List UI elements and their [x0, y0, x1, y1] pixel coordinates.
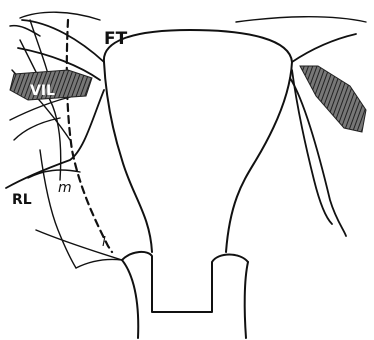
round-ligament [6, 90, 104, 188]
ligament-line-8 [36, 230, 122, 260]
label-l: l [102, 235, 106, 250]
cervix-outline [122, 252, 248, 312]
label-round-ligament: RL [12, 192, 32, 208]
fallopian-tube-right-upper [292, 34, 356, 62]
ligament-line-6 [40, 150, 76, 268]
vaginal-wall-left [122, 260, 138, 338]
ligament-line-5 [14, 118, 60, 140]
fallopian-tube-left-upper [22, 20, 104, 62]
vaginal-wall-right [245, 262, 248, 338]
peritoneal-line-top [236, 17, 366, 22]
ligament-line-1 [20, 40, 61, 180]
ligament-line-9 [76, 259, 122, 268]
uterus-outline-left [104, 62, 152, 252]
label-fallopian-tube: FT [104, 29, 128, 49]
peritoneal-line-top-left [20, 12, 100, 20]
label-upper: VIL [30, 83, 55, 99]
ligament-line-4 [10, 96, 75, 120]
hatched-ligament-right [300, 66, 366, 132]
uterus-outline [104, 30, 292, 252]
label-m: m [58, 180, 72, 196]
